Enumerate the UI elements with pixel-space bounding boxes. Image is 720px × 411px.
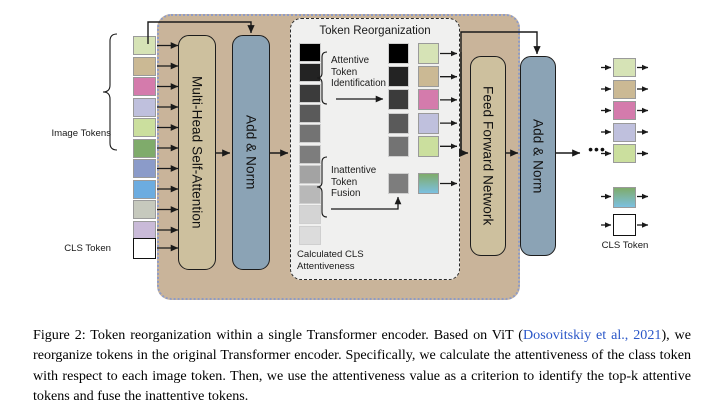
block-feed-forward-network: Feed Forward Network: [470, 56, 506, 256]
caption-part-1: Figure 2: Token reorganization within a …: [33, 327, 523, 343]
output-fused-token: [613, 187, 636, 208]
kept-token-1: [418, 43, 439, 64]
label-output-cls-token: CLS Token: [601, 240, 649, 251]
caption-citation-1[interactable]: Dosovitskiy: [523, 327, 592, 343]
input-token-10: [133, 220, 156, 240]
input-token-2: [133, 56, 156, 76]
output-token-4: [613, 122, 636, 142]
block-multi-head-self-attention: Multi-Head Self-Attention: [178, 35, 216, 270]
attentiveness-token-3: [299, 83, 321, 103]
attentiveness-token-10: [299, 225, 321, 245]
fused-token: [418, 173, 439, 194]
kept-token-2: [418, 66, 439, 88]
kept-attentiveness-token-3: [388, 89, 409, 111]
attentiveness-token-7: [299, 164, 321, 184]
kept-attentiveness-token-5: [388, 135, 409, 157]
label-input-cls-token: CLS Token: [64, 243, 111, 254]
block-label-ffn: Feed Forward Network: [480, 86, 496, 226]
label-inattentive-token-fusion: Inattentive Token Fusion: [331, 165, 377, 200]
kept-token-3: [418, 89, 439, 111]
attentiveness-token-6: [299, 144, 321, 164]
output-token-3: [613, 101, 636, 120]
figure-caption: Figure 2: Token reorganization within a …: [33, 325, 691, 406]
block-add-norm-1: Add & Norm: [232, 35, 270, 270]
fused-attentiveness-token: [388, 173, 409, 194]
input-cls-token: [133, 238, 156, 259]
input-token-4: [133, 97, 156, 117]
input-token-1: [133, 36, 156, 55]
output-ellipsis: •••: [588, 141, 606, 157]
label-calculated-cls-attentiveness: Calculated CLS Attentiveness: [297, 249, 364, 272]
output-token-1: [613, 58, 636, 77]
kept-attentiveness-token-4: [388, 112, 409, 134]
label-attentive-token-identification: Attentive Token Identification: [331, 55, 387, 90]
attentiveness-token-2: [299, 63, 321, 83]
caption-part-3: ), we reorganize tokens in the original …: [33, 327, 691, 404]
kept-token-5: [418, 135, 439, 157]
attentiveness-token-9: [299, 205, 321, 225]
attentiveness-token-1: [299, 43, 321, 62]
input-token-8: [133, 179, 156, 199]
token-reorganization-title: Token Reorganization: [319, 25, 431, 37]
output-token-2: [613, 79, 636, 99]
input-token-9: [133, 200, 156, 219]
label-image-tokens: Image Tokens: [51, 128, 111, 139]
attentiveness-token-8: [299, 185, 321, 205]
input-token-3: [133, 77, 156, 96]
block-add-norm-2: Add & Norm: [520, 56, 556, 256]
kept-token-4: [418, 112, 439, 134]
block-label-mhsa: Multi-Head Self-Attention: [189, 76, 205, 229]
input-token-7: [133, 159, 156, 178]
block-label-add-norm-1: Add & Norm: [243, 115, 259, 190]
input-token-5: [133, 118, 156, 137]
caption-citation-2[interactable]: et al., 2021: [596, 327, 662, 343]
output-cls-token: [613, 214, 636, 236]
output-token-5: [613, 144, 636, 163]
kept-attentiveness-token-2: [388, 66, 409, 88]
input-token-6: [133, 138, 156, 158]
attentiveness-token-5: [299, 124, 321, 144]
attentiveness-token-4: [299, 103, 321, 123]
kept-attentiveness-token-1: [388, 43, 409, 64]
block-label-add-norm-2: Add & Norm: [530, 118, 546, 194]
figure-diagram: Multi-Head Self-Attention Add & Norm Fee…: [51, 14, 649, 300]
